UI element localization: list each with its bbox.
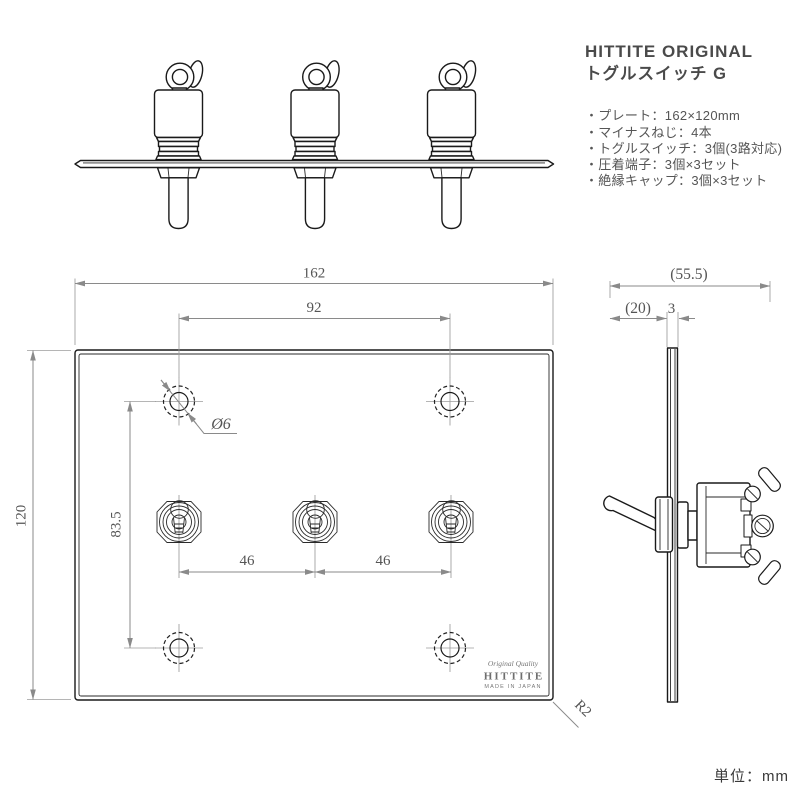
dim-width-label: 162 <box>303 266 326 282</box>
toggle-switch-hole-2 <box>292 494 338 553</box>
elevation-view <box>74 58 555 230</box>
toggle-switch-elevation-3 <box>426 58 479 230</box>
dim-hole-diameter: Ø6 <box>160 379 237 434</box>
dim-width: 162 <box>74 266 554 345</box>
spec-item-plate: ・プレート：162×120mm <box>585 108 741 124</box>
terminal-bottom <box>744 548 781 585</box>
screw-hole-top-left <box>154 376 204 427</box>
toggle-switch-elevation-1 <box>153 58 206 230</box>
spec-item-caps: ・絶縁キャップ：3個×3セット <box>585 173 768 189</box>
dim-pitch-left-label: 46 <box>240 553 256 569</box>
toggle-switch-hole-3 <box>428 494 474 553</box>
terminal-middle <box>751 514 774 538</box>
product-name: トグルスイッチ G <box>585 64 727 83</box>
spec-item-screws: ・マイナスねじ：4本 <box>585 124 712 140</box>
screw-hole-bottom-left <box>154 623 204 673</box>
logo-origin: MADE IN JAPAN <box>484 684 541 690</box>
dim-front-depth-label: (20) <box>625 300 651 317</box>
plan-view: Original Quality HITTITE MADE IN JAPAN <box>74 349 554 701</box>
dim-hole-vspan-label: 83.5 <box>109 511 125 537</box>
elevation-plate <box>74 159 555 169</box>
dim-hole-span: 92 <box>178 300 451 378</box>
dim-front-depth: (20) <box>609 300 667 322</box>
side-switch <box>603 467 781 585</box>
corner-radius-label: R2 <box>571 697 594 720</box>
dim-overall-depth-label: (55.5) <box>670 266 707 283</box>
plan-dimensions: 162 92 120 83.5 <box>14 266 594 728</box>
brand-title: HITTITE ORIGINAL <box>585 42 754 61</box>
toggle-switch-hole-1 <box>156 494 202 553</box>
dim-corner-radius: R2 <box>552 697 594 728</box>
spec-item-terminals: ・圧着端子：3個×3セット <box>585 156 741 172</box>
side-view: (55.5) (20) 3 <box>603 266 781 703</box>
screw-hole-top-right <box>425 376 475 427</box>
dim-pitch-right-label: 46 <box>376 553 392 569</box>
screw-hole-bottom-right <box>425 623 475 673</box>
dim-hole-vspan: 83.5 <box>109 401 156 649</box>
dim-hole-span-label: 92 <box>307 300 322 316</box>
logo-brand: HITTITE <box>484 671 544 683</box>
dim-height: 120 <box>14 350 71 700</box>
spec-list: ・プレート：162×120mm ・マイナスねじ：4本 ・トグルスイッチ：3個(3… <box>585 108 790 189</box>
dim-switch-pitch: 46 46 <box>178 552 452 578</box>
plate-outline <box>74 349 554 701</box>
side-dimensions: (55.5) (20) 3 <box>609 266 771 347</box>
logo-tagline: Original Quality <box>488 659 539 668</box>
dim-plate-thickness-label: 3 <box>668 301 676 317</box>
plate-logo: Original Quality HITTITE MADE IN JAPAN <box>484 659 544 690</box>
dim-height-label: 120 <box>14 505 30 528</box>
spec-item-switches: ・トグルスイッチ：3個(3路対応) <box>585 140 783 156</box>
unit-label: 単位：mm <box>714 768 789 785</box>
dim-overall-depth: (55.5) <box>609 266 771 302</box>
product-info: HITTITE ORIGINAL トグルスイッチ G ・プレート：162×120… <box>585 42 790 189</box>
dim-plate-thickness: 3 <box>666 301 695 347</box>
terminal-top <box>744 467 781 503</box>
hole-diameter-label: Ø6 <box>210 416 231 433</box>
toggle-switch-elevation-2 <box>290 58 343 230</box>
